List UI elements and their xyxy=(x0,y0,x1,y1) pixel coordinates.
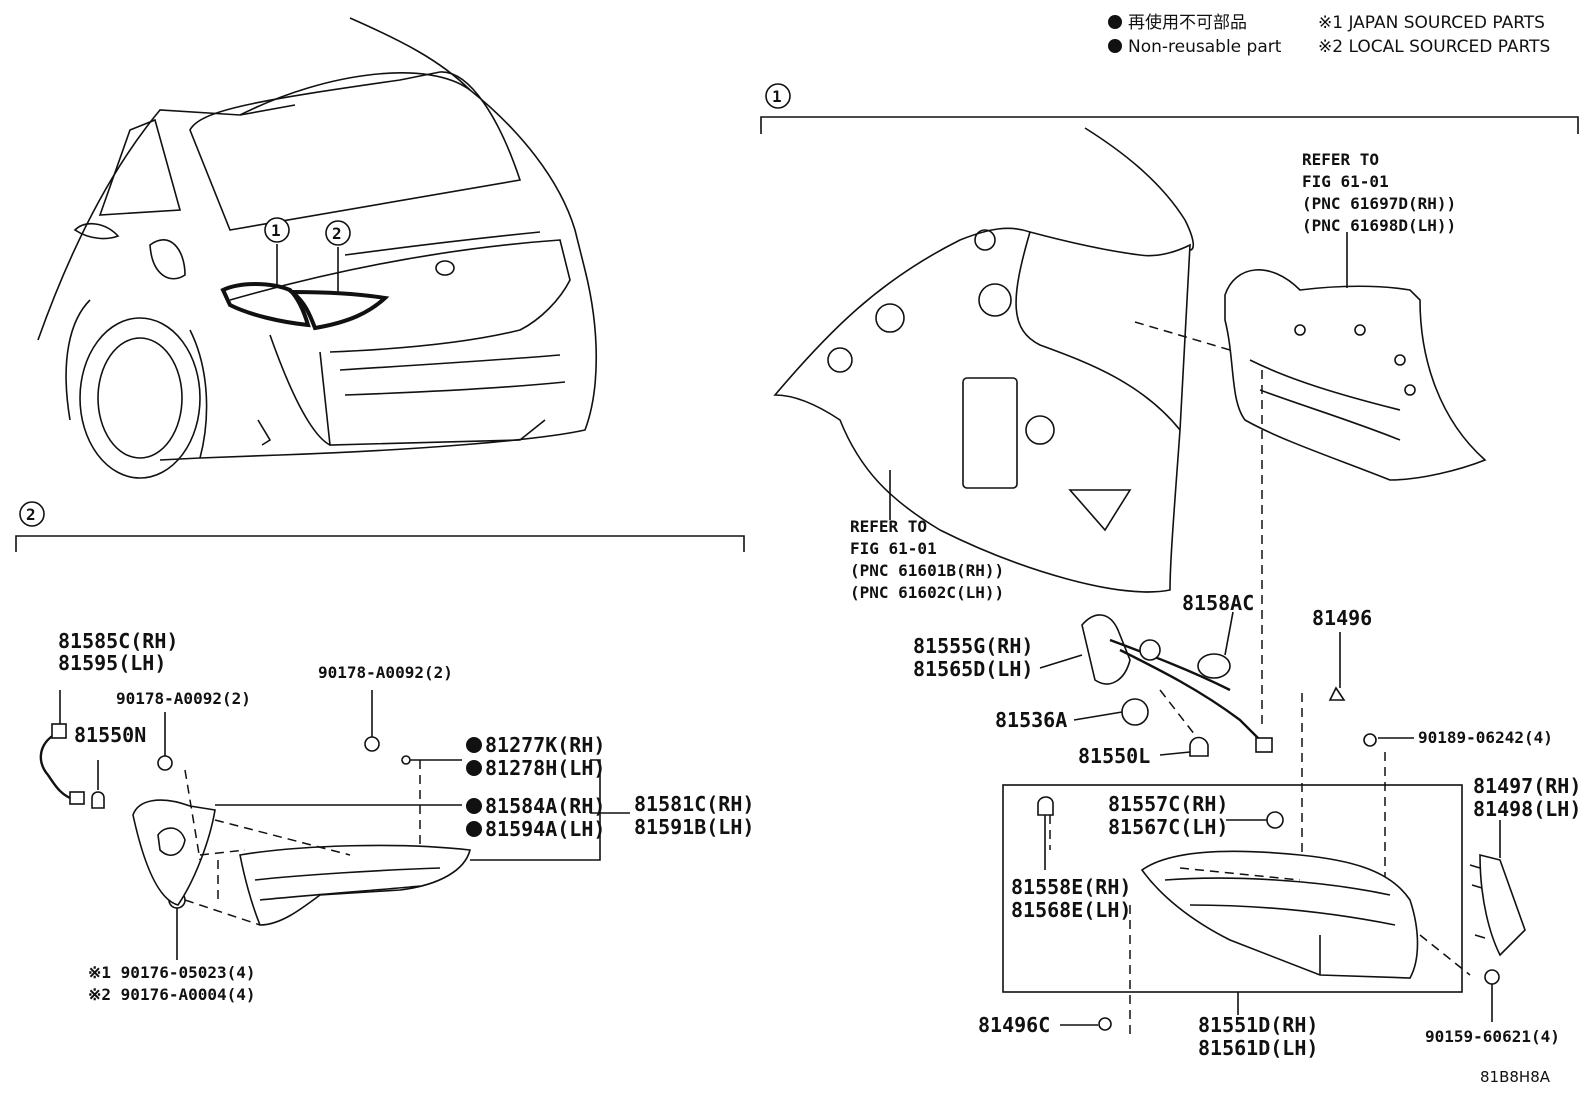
section-2-number: 2 xyxy=(26,505,36,524)
bulb-icon xyxy=(1037,796,1054,816)
non-reusable-dot-icon xyxy=(466,737,482,753)
harness-connector xyxy=(51,723,67,739)
part-8158ac: 8158AC xyxy=(1182,591,1254,615)
figure-code: 81B8H8A xyxy=(1480,1068,1551,1086)
part-90178-a0092-right: 90178-A0092(2) xyxy=(318,663,453,682)
part-81565d: 81565D(LH) xyxy=(913,657,1033,681)
non-reusable-dot-icon xyxy=(1108,39,1122,53)
part-90189-06242: 90189-06242(4) xyxy=(1418,728,1553,747)
non-reusable-dot-icon xyxy=(1108,15,1122,29)
part-81278h: 81278H(LH) xyxy=(485,756,605,780)
side-bracket xyxy=(1479,853,1526,957)
vehicle-overview: 1 2 xyxy=(37,17,597,479)
rear-lamp-left xyxy=(239,844,471,926)
part-81496: 81496 xyxy=(1312,606,1372,630)
gasket xyxy=(132,799,216,906)
screw-icon xyxy=(157,755,173,771)
part-81591b: 81591B(LH) xyxy=(634,815,754,839)
lamp-assembly-box xyxy=(1002,784,1463,993)
part-81594a: 81594A(LH) xyxy=(485,817,605,841)
bulb-icon xyxy=(1189,736,1209,757)
callout-1-circle xyxy=(264,217,290,243)
part-81584a: 81584A(RH) xyxy=(485,794,605,818)
refer-mid-line-3: (PNC 61601B(RH)) xyxy=(850,561,1004,580)
quarter-panel xyxy=(773,227,1191,593)
part-81585c: 81585C(RH) xyxy=(58,629,178,653)
part-81557c: 81557C(RH) xyxy=(1108,792,1228,816)
part-81561d: 81561D(LH) xyxy=(1198,1036,1318,1060)
legend-note1: ※1 JAPAN SOURCED PARTS xyxy=(1318,13,1545,33)
grommet-8158ac xyxy=(1197,653,1231,679)
callout-2-circle xyxy=(325,220,351,246)
grommet-81557c xyxy=(1266,811,1284,829)
non-reusable-dot-icon xyxy=(466,798,482,814)
part-81550l: 81550L xyxy=(1078,744,1150,768)
socket-81536a xyxy=(1121,698,1149,726)
callout-2-text: 2 xyxy=(332,224,342,243)
part-81595: 81595(LH) xyxy=(58,651,166,675)
part-90178-a0092-left: 90178-A0092(2) xyxy=(116,689,251,708)
part-81558e: 81558E(RH) xyxy=(1011,875,1131,899)
part-90176-05023: ※1 90176-05023(4) xyxy=(88,963,256,982)
non-reusable-dot-icon xyxy=(466,821,482,837)
part-81555g: 81555G(RH) xyxy=(913,634,1033,658)
non-reusable-dot-icon xyxy=(466,760,482,776)
refer-mid-line-4: (PNC 61602C(LH)) xyxy=(850,583,1004,602)
section-1-bracket xyxy=(760,116,1579,134)
refer-top-line-2: FIG 61-01 xyxy=(1302,172,1389,191)
section-2-circle xyxy=(19,501,45,527)
refer-mid-line-2: FIG 61-01 xyxy=(850,539,937,558)
screw-icon xyxy=(364,736,380,752)
part-81498: 81498(LH) xyxy=(1473,797,1581,821)
refer-top-line-1: REFER TO xyxy=(1302,150,1379,169)
harness-connector xyxy=(69,791,85,805)
section-2-bracket xyxy=(15,535,745,552)
socket-bracket xyxy=(1081,614,1131,685)
part-81496c: 81496C xyxy=(978,1013,1050,1037)
socket-wire xyxy=(1119,648,1266,746)
callout-1-text: 1 xyxy=(271,221,281,240)
inner-cover xyxy=(1224,269,1487,481)
section-1-number: 1 xyxy=(772,87,782,106)
part-90176-a0004: ※2 90176-A0004(4) xyxy=(88,985,256,1004)
screw-icon xyxy=(1363,733,1377,747)
section-1-circle xyxy=(765,83,791,109)
section-1: 1 xyxy=(760,83,1581,1060)
socket-connector xyxy=(1255,737,1273,753)
part-81550n: 81550N xyxy=(74,723,146,747)
refer-top-line-4: (PNC 61698D(LH)) xyxy=(1302,216,1456,235)
part-90159-60621: 90159-60621(4) xyxy=(1425,1027,1560,1046)
legend-en: Non-reusable part xyxy=(1128,37,1282,57)
screw-icon xyxy=(1484,969,1500,985)
part-81551d: 81551D(RH) xyxy=(1198,1013,1318,1037)
nut-icon xyxy=(401,755,411,765)
refer-mid-line-1: REFER TO xyxy=(850,517,927,536)
refer-top-line-3: (PNC 61697D(RH)) xyxy=(1302,194,1456,213)
socket-icon xyxy=(1139,639,1161,661)
part-81568e: 81568E(LH) xyxy=(1011,898,1131,922)
bulb-icon xyxy=(91,791,105,809)
part-81567c: 81567C(LH) xyxy=(1108,815,1228,839)
legend-jp: 再使用不可部品 xyxy=(1128,12,1247,33)
clip-81496c xyxy=(1098,1017,1112,1031)
clip-81496 xyxy=(1328,686,1346,701)
legend-note2: ※2 LOCAL SOURCED PARTS xyxy=(1318,37,1550,57)
harness-wire xyxy=(39,730,76,802)
part-81497: 81497(RH) xyxy=(1473,774,1581,798)
rear-lamp-right xyxy=(1140,850,1419,979)
legend: 再使用不可部品 Non-reusable part ※1 JAPAN SOURC… xyxy=(1108,12,1550,57)
part-81277k: 81277K(RH) xyxy=(485,733,605,757)
part-81581c: 81581C(RH) xyxy=(634,792,754,816)
part-81536a: 81536A xyxy=(995,708,1067,732)
section-2: 2 81585C(RH) 81595(LH) 81550N xyxy=(15,501,754,1004)
